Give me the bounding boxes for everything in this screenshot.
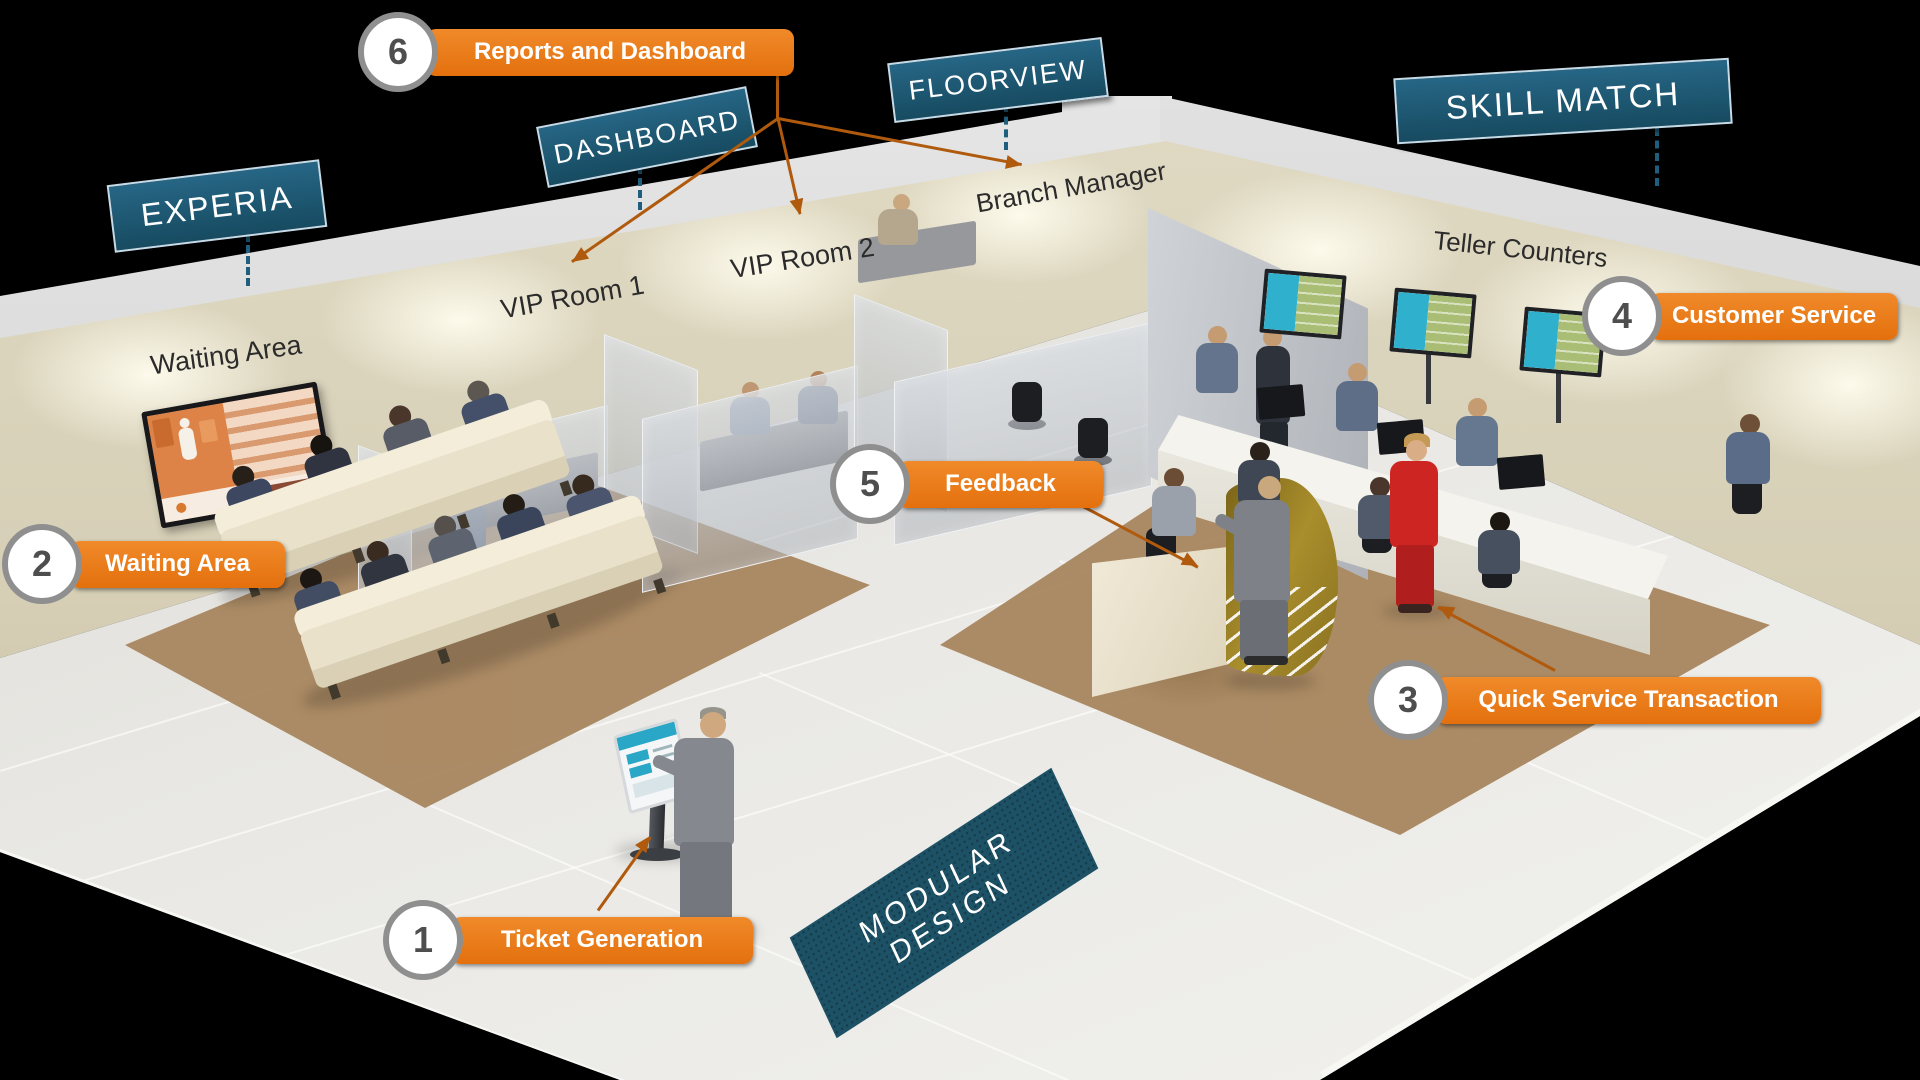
callout-ticket-generation: 1 Ticket Generation xyxy=(383,900,753,980)
callout-label: Waiting Area xyxy=(70,540,285,588)
callout-customer-service: 4 Customer Service xyxy=(1582,276,1898,356)
callout-reports-and-dashboard: 6 Reports and Dashboard xyxy=(358,12,794,92)
office-chair xyxy=(1012,382,1042,422)
callout-number: 2 xyxy=(2,524,82,604)
customer-figure xyxy=(1258,476,1281,499)
callout-label: Feedback xyxy=(898,460,1103,508)
callout-number: 1 xyxy=(383,900,463,980)
callout-label: Quick Service Transaction xyxy=(1436,676,1821,724)
banner-connector xyxy=(1004,104,1008,150)
teller-wall-screen xyxy=(1259,268,1347,340)
callout-number: 3 xyxy=(1368,660,1448,740)
callout-label: Ticket Generation xyxy=(451,916,753,964)
callout-number: 6 xyxy=(358,12,438,92)
banner-connector xyxy=(1655,128,1659,186)
teller-wall-screen xyxy=(1389,287,1477,359)
office-chair xyxy=(1078,418,1108,458)
callout-quick-service-transaction: 3 Quick Service Transaction xyxy=(1368,660,1821,740)
banner-skill-match: SKILL MATCH xyxy=(1393,57,1733,145)
arrow-to-branch-manager xyxy=(1004,155,1024,172)
banner-experia: EXPERIA xyxy=(106,159,328,253)
callout-label: Reports and Dashboard xyxy=(426,28,794,76)
callout-label: Customer Service xyxy=(1650,292,1898,340)
kiosk-user-figure xyxy=(700,712,726,738)
callout-number: 4 xyxy=(1582,276,1662,356)
callout-feedback: 5 Feedback xyxy=(830,444,1103,524)
callout-waiting-area: 2 Waiting Area xyxy=(2,524,285,604)
greeter-figure xyxy=(1406,440,1427,461)
callout-number: 5 xyxy=(830,444,910,524)
banner-connector xyxy=(638,166,642,210)
banner-connector xyxy=(246,234,250,286)
